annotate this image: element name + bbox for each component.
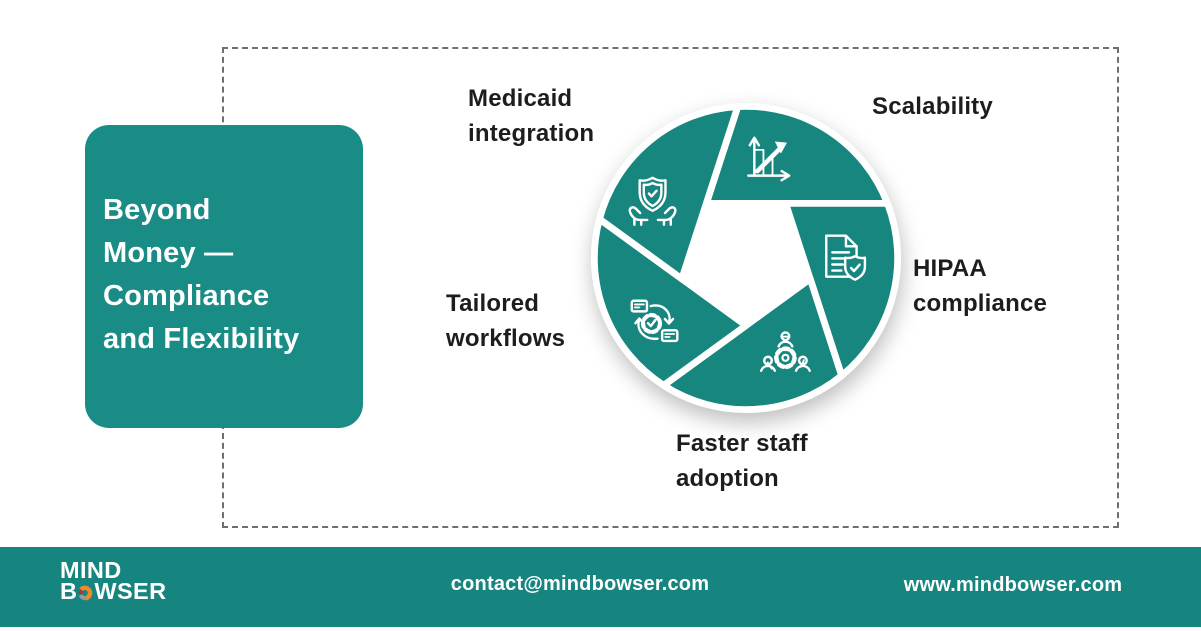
document-shield-icon bbox=[825, 234, 867, 281]
page-title-line: Money — bbox=[103, 237, 234, 269]
mindbowser-logo: MIND B WSER bbox=[60, 557, 167, 604]
logo-line-bottom: B WSER bbox=[60, 578, 167, 604]
logo-swirl-o-icon bbox=[78, 585, 93, 601]
blade-faster-staff bbox=[660, 275, 846, 414]
contact-email: contact@mindbowser.com bbox=[450, 573, 710, 595]
title-card: Beyond Money — Compliance and Flexibilit… bbox=[85, 125, 363, 428]
page-title-line: and Flexibility bbox=[103, 323, 300, 355]
workflow-gear-icon bbox=[630, 299, 679, 343]
footer-bar: MIND B WSER contact@mindbowser.com www.mi… bbox=[0, 547, 1201, 627]
blade-tailored-workflows bbox=[590, 215, 750, 389]
blade-hipaa bbox=[782, 199, 902, 380]
blade-medicaid bbox=[596, 103, 742, 283]
blade-scalability bbox=[702, 102, 891, 207]
website-url: www.mindbowser.com bbox=[903, 574, 1123, 596]
growth-chart-icon bbox=[747, 136, 791, 182]
logo-text-b: B bbox=[60, 578, 78, 604]
logo-text-wser: WSER bbox=[94, 578, 167, 604]
team-gear-icon bbox=[759, 331, 811, 376]
page-title-line: Compliance bbox=[103, 280, 270, 312]
logo-line-top: MIND bbox=[60, 557, 166, 583]
label-tailored-workflows: Tailored workflows bbox=[446, 290, 566, 352]
hands-shield-icon bbox=[628, 176, 677, 226]
label-faster-staff-adoption: Faster staff adoption bbox=[676, 430, 808, 492]
page-title-line: Beyond bbox=[103, 194, 211, 226]
aperture-diagram bbox=[590, 102, 902, 414]
label-medicaid-integration: Medicaid integration bbox=[468, 85, 595, 147]
label-hipaa-compliance: HIPAA compliance bbox=[913, 255, 1048, 317]
logo-text-mind: MIND bbox=[60, 557, 122, 583]
label-scalability: Scalability bbox=[872, 93, 993, 120]
